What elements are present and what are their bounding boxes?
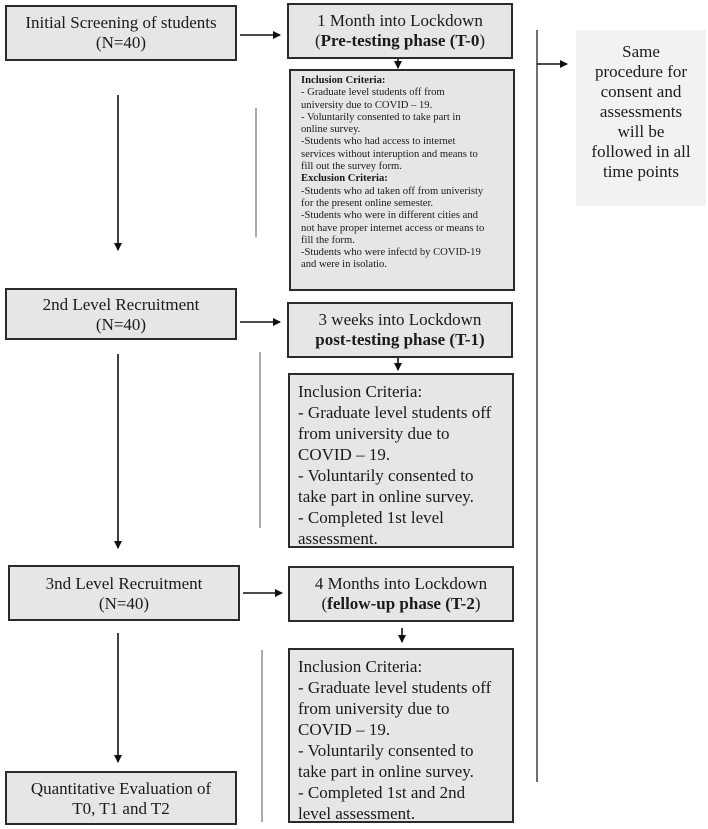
note-line: procedure for — [594, 62, 688, 81]
evaluation-timepoints: T0, T1 and T2 — [72, 799, 170, 818]
exclusion-item: fill the form. — [301, 234, 355, 246]
exclusion-item: and were in isolatio. — [301, 259, 387, 271]
inclusion-item: -Students who had access to internet — [301, 136, 456, 148]
note-line: Same — [622, 42, 660, 61]
criteria-item: COVID – 19. — [298, 720, 391, 739]
inclusion-item: online survey. — [301, 124, 361, 136]
same-procedure-note: Same procedure for consent and assessmen… — [576, 30, 706, 206]
phase-t2-box: 4 Months into Lockdown (fellow-up phase … — [288, 566, 514, 622]
phase-t2-name: (fellow-up phase (T-2) — [321, 594, 481, 613]
inclusion-item: services without interuption and means t… — [301, 148, 478, 160]
criteria-t0-box: Inclusion Criteria: - Graduate level stu… — [289, 69, 515, 291]
phase-t1-timing: 3 weeks into Lockdown — [318, 310, 482, 329]
exclusion-item: -Students who ad taken off from univeris… — [301, 185, 484, 197]
exclusion-item: for the present online semester. — [301, 197, 434, 209]
criteria-item: level assessment. — [298, 804, 416, 823]
criteria-item: - Completed 1st and 2nd — [298, 783, 466, 802]
criteria-item: assessment. — [298, 529, 378, 548]
note-line: consent and — [600, 82, 682, 101]
exclusion-item: -Students who were in different cities a… — [301, 210, 478, 222]
criteria-item: COVID – 19. — [298, 445, 391, 464]
criteria-item: take part in online survey. — [298, 762, 474, 781]
phase-t1-name: post-testing phase (T-1) — [315, 330, 485, 349]
level3-count: (N=40) — [98, 594, 150, 613]
phase-t2-timing: 4 Months into Lockdown — [314, 574, 488, 593]
level2-title: 2nd Level Recruitment — [42, 295, 200, 314]
evaluation-title: Quantitative Evaluation of — [30, 779, 212, 798]
phase-t0-timing: 1 Month into Lockdown — [317, 11, 483, 30]
criteria-t1-box: Inclusion Criteria: - Graduate level stu… — [288, 373, 514, 548]
initial-screening-box: Initial Screening of students (N=40) — [5, 5, 237, 61]
phase-t1-box: 3 weeks into Lockdown post-testing phase… — [287, 302, 513, 358]
initial-screening-count: (N=40) — [95, 33, 147, 52]
criteria-item: - Voluntarily consented to — [298, 741, 474, 760]
inclusion-criteria-heading: Inclusion Criteria: — [298, 657, 423, 676]
inclusion-item: - Graduate level students off from — [301, 87, 445, 99]
note-line: time points — [602, 162, 680, 181]
exclusion-item: not have proper internet access or means… — [301, 222, 485, 234]
note-line: will be — [617, 122, 665, 141]
criteria-t2-box: Inclusion Criteria: - Graduate level stu… — [288, 648, 514, 823]
inclusion-item: fill out the survey form. — [301, 161, 402, 173]
criteria-item: - Completed 1st level — [298, 508, 444, 527]
initial-screening-title: Initial Screening of students — [25, 13, 217, 32]
note-line: followed in all — [591, 142, 691, 161]
criteria-item: from university due to — [298, 699, 450, 718]
criteria-item: - Graduate level students off — [298, 403, 492, 422]
criteria-item: - Graduate level students off — [298, 678, 492, 697]
inclusion-criteria-heading: Inclusion Criteria: — [301, 75, 386, 86]
level3-title: 3nd Level Recruitment — [45, 574, 203, 593]
level2-count: (N=40) — [95, 315, 147, 334]
phase-t0-box: 1 Month into Lockdown (Pre-testing phase… — [287, 3, 513, 59]
exclusion-criteria-heading: Exclusion Criteria: — [301, 173, 388, 185]
quantitative-evaluation-box: Quantitative Evaluation of T0, T1 and T2 — [5, 771, 237, 825]
criteria-item: take part in online survey. — [298, 487, 474, 506]
level2-recruitment-box: 2nd Level Recruitment (N=40) — [5, 288, 237, 340]
inclusion-item: - Voluntarily consented to take part in — [301, 111, 461, 123]
inclusion-item: university due to COVID – 19. — [301, 99, 433, 111]
criteria-item: - Voluntarily consented to — [298, 466, 474, 485]
phase-t0-name: (Pre-testing phase (T-0) — [314, 31, 485, 50]
level3-recruitment-box: 3nd Level Recruitment (N=40) — [8, 565, 240, 621]
note-line: assessments — [599, 102, 683, 121]
inclusion-criteria-heading: Inclusion Criteria: — [298, 382, 423, 401]
criteria-item: from university due to — [298, 424, 450, 443]
exclusion-item: -Students who were infectd by COVID-19 — [301, 247, 481, 259]
